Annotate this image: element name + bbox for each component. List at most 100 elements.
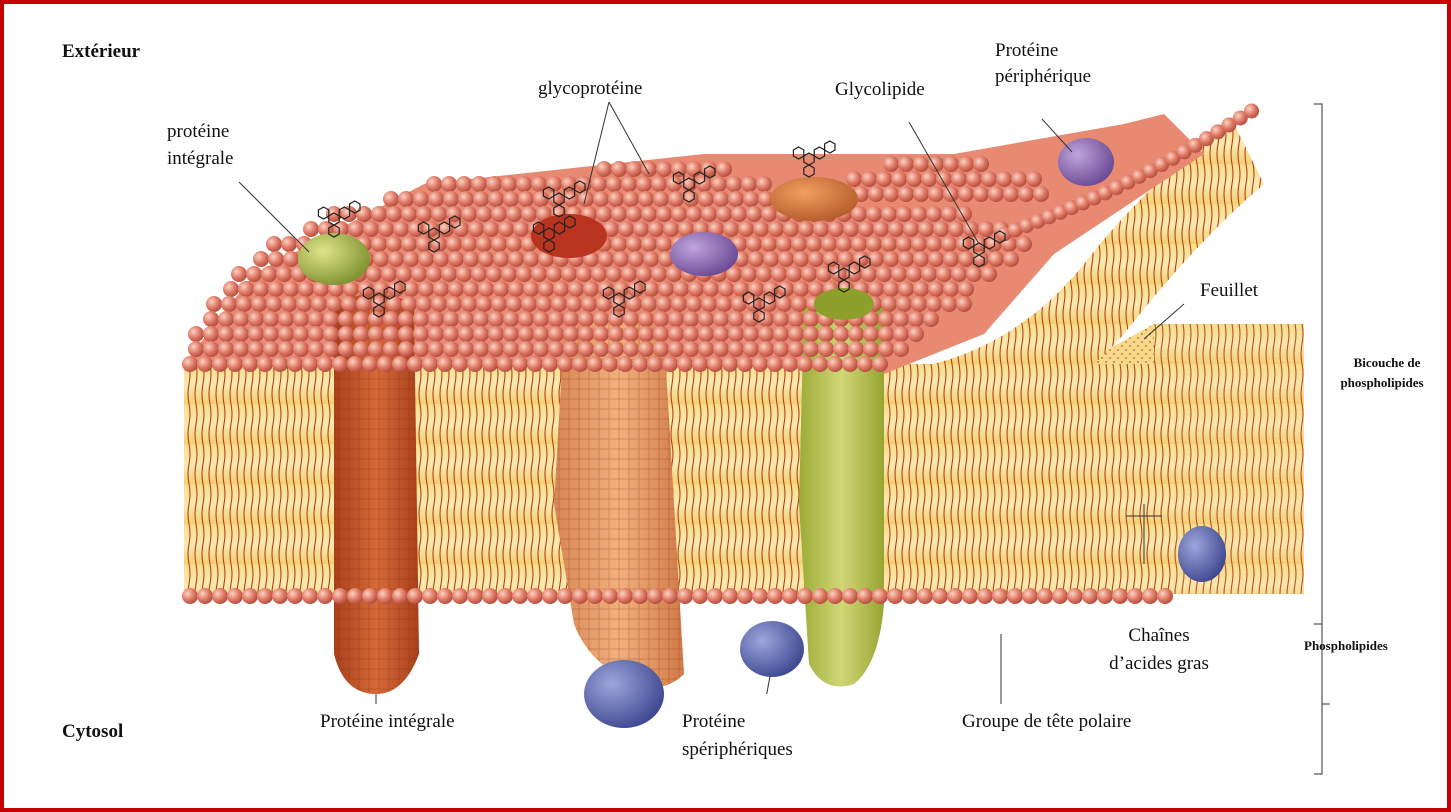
head-group bbox=[891, 171, 907, 187]
head-group bbox=[643, 251, 659, 267]
head-group bbox=[281, 236, 297, 252]
head-group bbox=[662, 588, 678, 604]
head-group bbox=[1037, 588, 1053, 604]
head-group bbox=[212, 356, 228, 372]
head-group bbox=[773, 311, 789, 327]
head-group bbox=[911, 236, 927, 252]
head-group bbox=[323, 311, 339, 327]
head-group bbox=[748, 281, 764, 297]
head-group bbox=[686, 296, 702, 312]
head-group bbox=[936, 266, 952, 282]
head-group bbox=[928, 251, 944, 267]
head-group bbox=[448, 251, 464, 267]
head-group bbox=[668, 326, 684, 342]
head-group bbox=[426, 176, 442, 192]
head-group bbox=[308, 326, 324, 342]
head-group bbox=[263, 311, 279, 327]
head-group bbox=[497, 356, 513, 372]
head-group bbox=[593, 341, 609, 357]
head-group bbox=[606, 266, 622, 282]
head-group bbox=[218, 326, 234, 342]
head-group bbox=[948, 221, 964, 237]
head-group bbox=[533, 341, 549, 357]
head-group bbox=[701, 206, 717, 222]
head-group bbox=[758, 326, 774, 342]
head-group bbox=[263, 326, 279, 342]
label-proteine-peripherique-top-1: Protéine bbox=[995, 39, 1058, 63]
head-group bbox=[861, 171, 877, 187]
head-group bbox=[827, 356, 843, 372]
head-group bbox=[748, 251, 764, 267]
head-group bbox=[1022, 588, 1038, 604]
head-group bbox=[623, 311, 639, 327]
head-group bbox=[628, 251, 644, 267]
head-group bbox=[476, 296, 492, 312]
head-group bbox=[617, 356, 633, 372]
head-group bbox=[416, 206, 432, 222]
head-group bbox=[728, 191, 744, 207]
head-group bbox=[978, 221, 994, 237]
head-group bbox=[726, 176, 742, 192]
head-group bbox=[883, 156, 899, 172]
head-group bbox=[433, 281, 449, 297]
head-group bbox=[653, 311, 669, 327]
head-group bbox=[878, 326, 894, 342]
head-group bbox=[731, 296, 747, 312]
head-group bbox=[608, 341, 624, 357]
head-group bbox=[746, 236, 762, 252]
label-groupe-tete: Groupe de tête polaire bbox=[962, 710, 1131, 734]
head-group bbox=[988, 186, 1004, 202]
head-group bbox=[611, 161, 627, 177]
head-group bbox=[913, 156, 929, 172]
head-group bbox=[741, 266, 757, 282]
head-group bbox=[808, 251, 824, 267]
head-group bbox=[403, 251, 419, 267]
head-group bbox=[943, 251, 959, 267]
head-group bbox=[863, 326, 879, 342]
head-group bbox=[746, 206, 762, 222]
head-group bbox=[518, 191, 534, 207]
head-group bbox=[981, 266, 997, 282]
head-group bbox=[881, 206, 897, 222]
head-group bbox=[973, 186, 989, 202]
head-group bbox=[782, 356, 798, 372]
head-group bbox=[413, 326, 429, 342]
label-feuillet: Feuillet bbox=[1200, 279, 1258, 303]
head-group bbox=[407, 356, 423, 372]
head-group bbox=[758, 341, 774, 357]
head-group bbox=[846, 171, 862, 187]
head-group bbox=[503, 311, 519, 327]
head-group bbox=[491, 236, 507, 252]
head-group bbox=[578, 326, 594, 342]
head-group bbox=[278, 326, 294, 342]
head-group bbox=[651, 266, 667, 282]
head-group bbox=[338, 326, 354, 342]
head-group bbox=[332, 356, 348, 372]
head-group bbox=[518, 341, 534, 357]
head-group bbox=[491, 296, 507, 312]
head-group bbox=[881, 236, 897, 252]
head-group bbox=[836, 236, 852, 252]
head-group bbox=[707, 356, 723, 372]
head-group bbox=[803, 341, 819, 357]
head-group bbox=[518, 326, 534, 342]
head-group bbox=[1003, 251, 1019, 267]
head-group bbox=[671, 296, 687, 312]
head-group bbox=[416, 296, 432, 312]
head-group bbox=[218, 341, 234, 357]
green-protein-cap bbox=[814, 288, 874, 320]
head-group bbox=[878, 341, 894, 357]
label-glycolipide: Glycolipide bbox=[835, 78, 925, 102]
head-group bbox=[368, 341, 384, 357]
head-group bbox=[647, 356, 663, 372]
head-group bbox=[797, 356, 813, 372]
head-group bbox=[656, 236, 672, 252]
head-group bbox=[723, 221, 739, 237]
head-group bbox=[456, 266, 472, 282]
head-group bbox=[378, 221, 394, 237]
head-group bbox=[593, 191, 609, 207]
head-group bbox=[797, 588, 813, 604]
head-group bbox=[506, 206, 522, 222]
head-group bbox=[386, 236, 402, 252]
head-group bbox=[253, 251, 269, 267]
